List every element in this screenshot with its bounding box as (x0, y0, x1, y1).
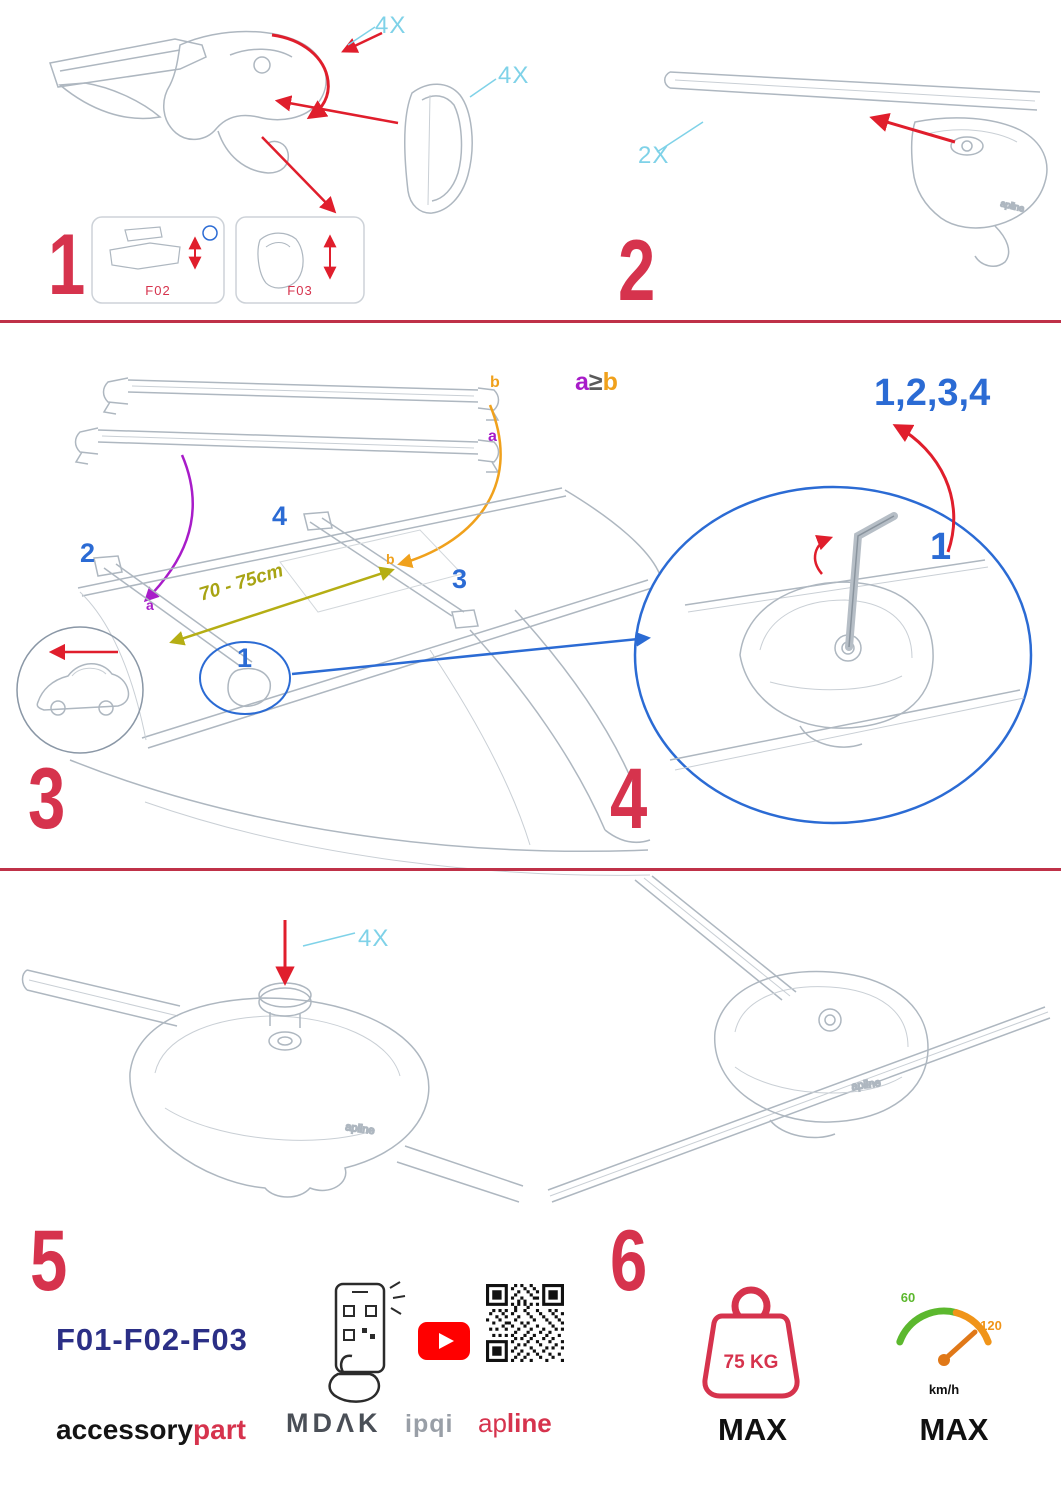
speed-low-text: 60 (901, 1290, 915, 1305)
brand-mdak: MDΛK (286, 1408, 382, 1438)
step4-number: 4 (610, 751, 647, 847)
foot-logo-text: apline (345, 1121, 376, 1137)
torque-sequence-label: 1,2,3,4 (874, 372, 991, 414)
rule-operator: ≥ (588, 368, 603, 396)
roof-label-b: b (386, 551, 395, 567)
rule-b: b (602, 368, 618, 396)
speed-unit-text: km/h (929, 1382, 959, 1397)
brand-apline-line: line (506, 1408, 552, 1438)
cover-wireframe (403, 83, 473, 214)
zoomed-foot-wireframe (669, 559, 1025, 771)
sequence-arrow (892, 424, 956, 553)
step4-drawing (633, 424, 1033, 825)
detail-box-f02 (91, 216, 225, 304)
step5-number: 5 (30, 1213, 67, 1309)
length-rule: a≥b (575, 368, 618, 397)
position-4-label: 4 (272, 501, 288, 531)
rotate-arrow (813, 534, 834, 575)
step1-drawing (49, 26, 497, 304)
step5-qty-label: 4X (358, 925, 390, 952)
step5-cyan-leader (302, 932, 356, 947)
brand-accessorypart: accessorypart (56, 1414, 246, 1446)
position-3-label: 3 (452, 564, 468, 594)
rule-a: a (575, 368, 589, 396)
step6-drawing: apline (547, 875, 1051, 1203)
foot-logo-text: apline (1000, 198, 1026, 214)
arrow-bar-a-to-roof (143, 454, 194, 603)
step2-insert-arrow (869, 113, 956, 144)
step1-cyan-leaders (347, 26, 497, 98)
speed-high-text: 120 (980, 1318, 1002, 1333)
speedo-needle (941, 1329, 978, 1363)
foot-logo-text: apline (851, 1077, 882, 1093)
position1-highlight-circle (199, 641, 291, 715)
step3-number: 3 (28, 751, 65, 847)
brand-ipqi: ipqi (405, 1410, 454, 1438)
step2-number: 2 (618, 223, 655, 319)
step6-number: 6 (610, 1213, 647, 1309)
qr-code (486, 1284, 564, 1362)
distance-arrow (169, 566, 395, 646)
brand-accessory-text: accessory (56, 1414, 194, 1445)
brand-apline-ap: ap (478, 1408, 507, 1438)
speedometer-icon: 60 120 km/h (896, 1290, 1002, 1397)
allen-key (845, 512, 898, 651)
bar-a-wireframe (74, 427, 500, 473)
step1-red-arrows (261, 31, 399, 214)
brand-apline: apline (478, 1408, 552, 1439)
speed-max-label: MAX (919, 1412, 989, 1447)
zoom-pointer-arrow (291, 631, 651, 676)
youtube-icon (418, 1322, 470, 1360)
crossbar-wireframe (664, 71, 1041, 111)
max-weight-icon: 75 KG (702, 1286, 800, 1399)
allen-key-outline (848, 515, 895, 648)
weight-max-label: MAX (718, 1412, 787, 1447)
phone-scan-icon (328, 1281, 406, 1403)
brand-part-text: part (193, 1414, 246, 1445)
step3-drawing (16, 377, 661, 876)
step2-cyan-leader (656, 121, 704, 153)
roof-label-a: a (146, 597, 154, 613)
car-direction-inset (16, 626, 144, 754)
part-code-f03: F03 (287, 283, 313, 298)
position-1-label: 1 (237, 643, 253, 673)
step6-foot-wireframe: apline (547, 875, 1051, 1203)
part-code-f02: F02 (145, 283, 171, 298)
bar-b-wireframe (102, 377, 500, 421)
model-codes: F01-F02-F03 (56, 1322, 248, 1357)
speedo-hub (938, 1354, 950, 1366)
step5-drawing: apline (21, 920, 524, 1203)
weight-value-text: 75 KG (724, 1352, 779, 1373)
weight-body (702, 1313, 800, 1399)
car-silhouette (36, 663, 130, 716)
step1-qty-bolt-label: 4X (375, 12, 407, 39)
detail-box-f03 (235, 216, 365, 304)
start-position-label: 1 (930, 526, 952, 568)
position-2-label: 2 (80, 538, 96, 568)
arrow-bar-b-to-roof (397, 404, 502, 568)
roof-wireframe (69, 487, 661, 876)
bar-b-label: b (490, 374, 500, 391)
bar-a-label: a (488, 428, 497, 445)
zoom-circle (633, 485, 1033, 825)
step2-qty-label: 2X (638, 142, 670, 169)
speedo-orange-arc (952, 1309, 992, 1346)
step5-foot-wireframe: apline (21, 969, 524, 1203)
speedo-green-arc (896, 1307, 960, 1346)
section-divider-top (0, 320, 1061, 323)
step1-qty-cover-label: 4X (498, 62, 530, 89)
foot-wireframe: apline (910, 117, 1048, 268)
step1-number: 1 (48, 217, 85, 313)
step2-drawing: apline (656, 71, 1048, 268)
section-divider-bottom (0, 868, 1061, 871)
